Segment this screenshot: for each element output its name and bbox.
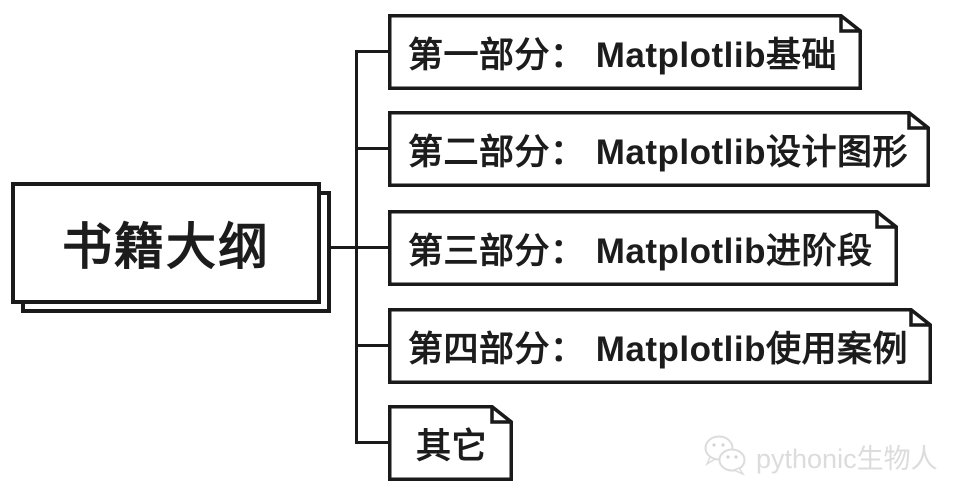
- node-other: 其它: [388, 405, 513, 481]
- connector-root-to-branch-3: [300, 246, 389, 249]
- root-node-label: 书籍大纲: [62, 219, 270, 275]
- node-part-4: 第四部分： Matplotlib使用案例: [388, 308, 932, 384]
- note-shape: [388, 210, 898, 286]
- watermark-text: pythonic生物人: [756, 443, 938, 474]
- connector-trunk: [355, 50, 358, 444]
- note-shape: [388, 14, 862, 90]
- root-node: 书籍大纲: [11, 182, 321, 304]
- connector-branch-2: [355, 147, 389, 150]
- connector-branch-4: [355, 344, 389, 347]
- note-shape: [388, 111, 930, 187]
- node-label: 第四部分： Matplotlib使用案例: [408, 329, 908, 369]
- node-part-3: 第三部分： Matplotlib进阶段: [388, 210, 898, 286]
- wechat-icon: [704, 435, 746, 476]
- node-part-1: 第一部分： Matplotlib基础: [388, 14, 862, 90]
- node-part-2: 第二部分： Matplotlib设计图形: [388, 111, 930, 187]
- node-label: 其它: [416, 426, 488, 466]
- node-label: 第三部分： Matplotlib进阶段: [408, 231, 873, 271]
- note-shape: [388, 405, 513, 481]
- node-label: 第一部分： Matplotlib基础: [408, 35, 837, 75]
- connector-branch-5: [355, 441, 389, 444]
- connector-branch-1: [355, 50, 389, 53]
- watermark: pythonic生物人: [702, 434, 938, 478]
- node-label: 第二部分： Matplotlib设计图形: [408, 132, 908, 172]
- note-shape: [388, 308, 932, 384]
